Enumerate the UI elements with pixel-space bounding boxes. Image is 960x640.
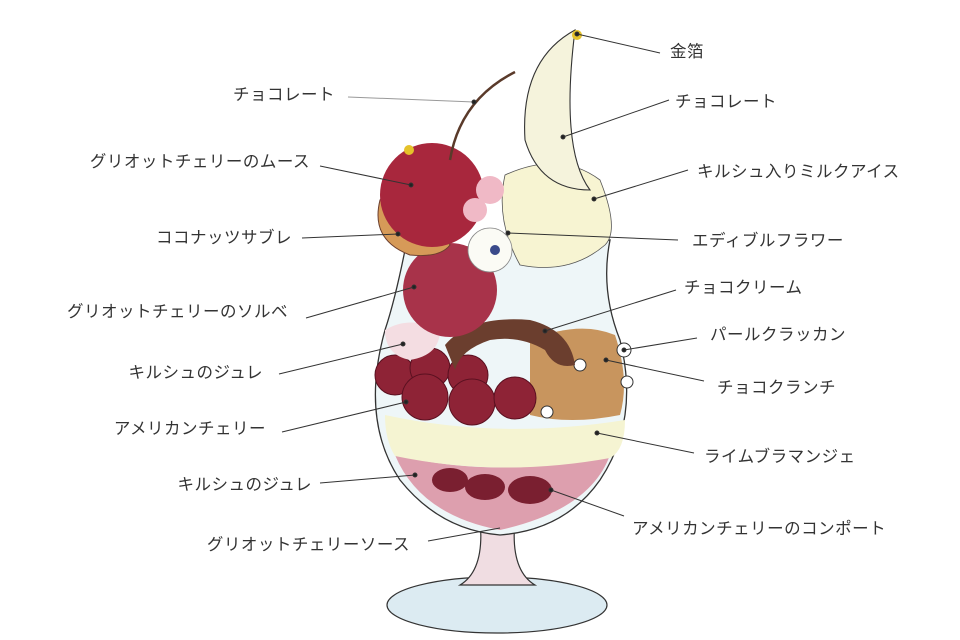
choco-cream — [445, 319, 575, 370]
label-american-cherry: アメリカンチェリー — [113, 419, 266, 438]
glass-stem — [457, 519, 538, 586]
label-griotte-mousse: グリオットチェリーのムース — [89, 152, 310, 171]
label-chocolate-stem: チョコレート — [233, 85, 335, 104]
griotte-mousse — [380, 143, 484, 247]
cherry-compote — [508, 476, 552, 504]
griotte-sorbet — [403, 243, 497, 337]
pearl-craquelin — [620, 375, 634, 389]
cherry-compote — [432, 468, 468, 492]
gold-leaf — [404, 145, 414, 155]
label-pearl-craquelin: パールクラッカン — [710, 325, 846, 344]
label-griotte-sauce: グリオットチェリーソース — [206, 535, 410, 554]
label-edible-flower: エディブルフラワー — [692, 231, 844, 250]
lime-blancmange-layer — [385, 415, 625, 468]
label-kirsch-jelly-upper: キルシュのジュレ — [128, 363, 263, 382]
label-lime-blancmange: ライムブラマンジェ — [704, 447, 856, 466]
label-gold-leaf: 金箔 — [670, 42, 704, 61]
label-cherry-compote: アメリカンチェリーのコンポート — [632, 519, 887, 538]
edible-flower — [476, 176, 504, 204]
label-choco-cream: チョコクリーム — [684, 278, 803, 297]
pearl-craquelin — [540, 405, 554, 419]
chocolate-plate — [524, 29, 592, 191]
label-griotte-sorbet: グリオットチェリーのソルベ — [67, 302, 288, 321]
label-coconut-sable: ココナッツサブレ — [156, 228, 292, 247]
cherry-stem — [448, 70, 516, 161]
kirsch-jelly — [385, 322, 440, 360]
leader-lines — [278, 31, 705, 542]
cherry-compote — [465, 474, 505, 500]
edible-flower-center — [490, 245, 500, 255]
label-choco-crunch: チョコクランチ — [717, 378, 836, 397]
label-chocolate-plate: チョコレート — [675, 92, 777, 111]
edible-flower — [463, 198, 487, 222]
label-kirsch-jelly-lower: キルシュのジュレ — [177, 475, 312, 494]
american-cherries — [374, 347, 537, 426]
pearl-craquelin — [573, 358, 587, 372]
label-kirsch-milk-ice: キルシュ入りミルクアイス — [697, 162, 900, 181]
